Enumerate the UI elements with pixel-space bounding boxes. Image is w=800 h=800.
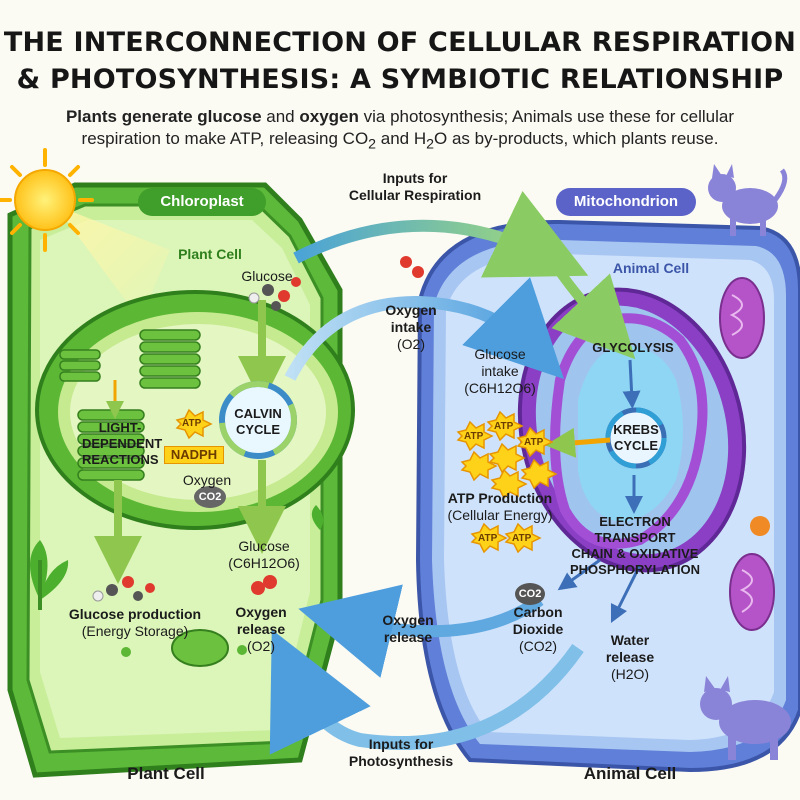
glycolysis-label: GLYCOLYSIS [592, 340, 674, 355]
glucose-top-label: Glucose [241, 268, 293, 284]
subtitle-bold-1: Plants generate glucose [65, 107, 262, 126]
atp-tag-animal-2: ATP [494, 421, 514, 432]
seedling-icon [30, 505, 324, 610]
calvin-cycle-icon [219, 381, 297, 459]
atp-tag-plant: ATP [182, 418, 202, 429]
sun-icon [0, 148, 170, 320]
oxygen-molecule-icon [251, 575, 277, 595]
cat-icon-bottom [700, 676, 791, 760]
subtitle-text-3: respiration to make ATP, releasing CO [81, 129, 369, 148]
co2-badge-animal-shape [515, 583, 545, 605]
chloroplast [35, 290, 355, 530]
subtitle-sub-a: 2 [368, 136, 377, 153]
atp-tag-animal-1: ATP [464, 431, 484, 442]
atp-tag-animal-4: ATP [478, 533, 498, 544]
subtitle-bold-2: oxygen [299, 107, 359, 126]
subtitle-text-4: and H [376, 129, 427, 148]
chloroplast-tag: Chloroplast [138, 188, 266, 216]
arrow-oxygen-intake [284, 277, 564, 381]
arrow-glucose-intake [551, 269, 636, 360]
arrow-oxygen-release [298, 584, 544, 678]
subtitle-text-1: and [261, 107, 300, 126]
subtitle: Plants generate glucose and oxygen via p… [40, 106, 760, 155]
atp-tag-animal-5: ATP [512, 533, 532, 544]
mini-chloroplast-icon [121, 629, 247, 667]
animal-cell-inner-label: Animal Cell [612, 260, 690, 276]
plant-cell-inner-label: Plant Cell [178, 246, 242, 262]
plant-cell-bottom-label: Plant Cell [127, 764, 205, 783]
mitochondrion-tag: Mitochondrion [556, 188, 696, 216]
glucose-production-molecule-icon [92, 576, 155, 602]
atp-tag-animal-3: ATP [524, 437, 544, 448]
subtitle-text-2: via photosynthesis; Animals use these fo… [358, 107, 735, 126]
title-line-1: THE INTERCONNECTION OF CELLULAR RESPIRAT… [3, 27, 797, 58]
arrow-inputs-respiration [293, 190, 589, 278]
mini-mitochondrion-icon [719, 277, 775, 631]
title-line-2: & PHOTOSYNTHESIS: A SYMBIOTIC RELATIONSH… [16, 64, 784, 95]
subtitle-text-5: O as by-products, which plants reuse. [434, 129, 719, 148]
glucose-production-label: Glucose production(Energy Storage) [68, 606, 202, 639]
atp-production-label: ATP Production(Cellular Energy) [447, 490, 553, 523]
co2-badge-plant-shape [194, 486, 226, 508]
glucose-molecule-icon [248, 277, 301, 311]
animal-cell-bottom-label: Animal Cell [583, 764, 677, 783]
page-title: THE INTERCONNECTION OF CELLULAR RESPIRAT… [0, 24, 800, 98]
oxygen-floating-molecule-icon [400, 256, 424, 278]
cat-icon-top [708, 164, 788, 236]
atp-burst-icons [175, 408, 558, 554]
arrow-inputs-photosynthesis [269, 629, 584, 755]
co2-badge-animal: CO2 [518, 588, 542, 600]
nadph-tag: NADPH [164, 446, 224, 464]
co2-badge-plant: CO2 [198, 491, 222, 503]
oxygen-label: Oxygen [182, 472, 232, 488]
subtitle-sub-b: 2 [426, 136, 435, 153]
glucose-bottom-label: Glucose(C6H12O6) [228, 538, 300, 571]
